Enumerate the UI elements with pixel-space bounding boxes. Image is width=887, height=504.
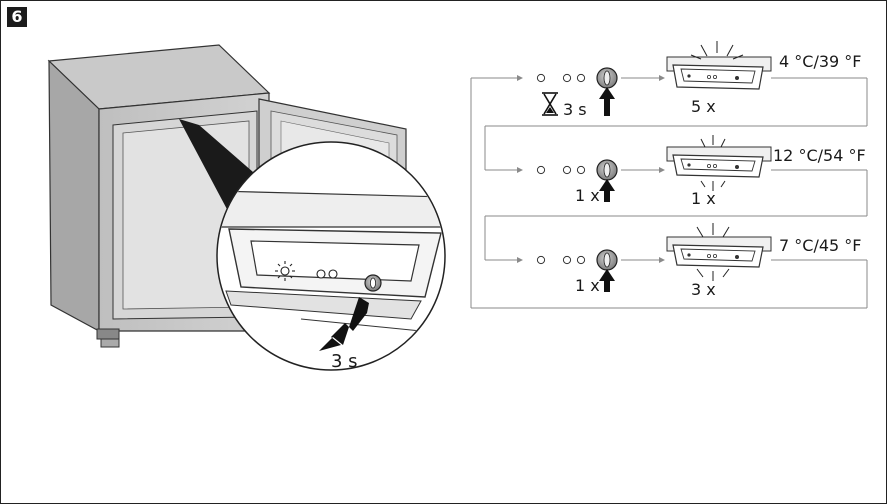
sequence-row-3: 1 x 3 x 7 °C/45 °F — [536, 223, 861, 299]
press-count-label: 1 x — [575, 186, 600, 205]
blinking-panel-icon — [666, 135, 772, 191]
hourglass-icon — [542, 92, 558, 116]
sun-light-icon — [275, 261, 295, 281]
timer-label: 3 s — [563, 100, 587, 119]
zoom-detail: 3 s — [216, 141, 446, 372]
blinking-panel-icon — [666, 41, 772, 90]
knob-button-icon — [596, 67, 618, 89]
blink-count-label: 5 x — [691, 97, 716, 116]
temperature-label: 7 °C/45 °F — [779, 236, 861, 255]
temperature-label: 4 °C/39 °F — [779, 52, 861, 71]
step-number-badge: 6 — [7, 7, 27, 27]
up-arrow-icon — [599, 269, 615, 292]
up-arrow-icon — [599, 87, 615, 116]
sequence-row-2: 1 x 1 x 12 °C/54 °F — [536, 135, 866, 208]
blink-count-label: 3 x — [691, 280, 716, 299]
knob-button-icon — [364, 274, 382, 292]
knob-button-icon — [596, 159, 618, 181]
knob-button-icon — [596, 249, 618, 271]
up-arrow-icon — [599, 179, 615, 202]
press-duration-label: 3 s — [331, 351, 358, 372]
blinking-panel-icon — [666, 223, 772, 281]
sequence-flow — [470, 75, 868, 309]
blink-count-label: 1 x — [691, 189, 716, 208]
temperature-label: 12 °C/54 °F — [773, 146, 866, 165]
press-arrow — [319, 297, 369, 351]
sequence-row-1: 3 s 5 x 4 °C/39 °F — [536, 41, 861, 119]
press-count-label: 1 x — [575, 276, 600, 295]
